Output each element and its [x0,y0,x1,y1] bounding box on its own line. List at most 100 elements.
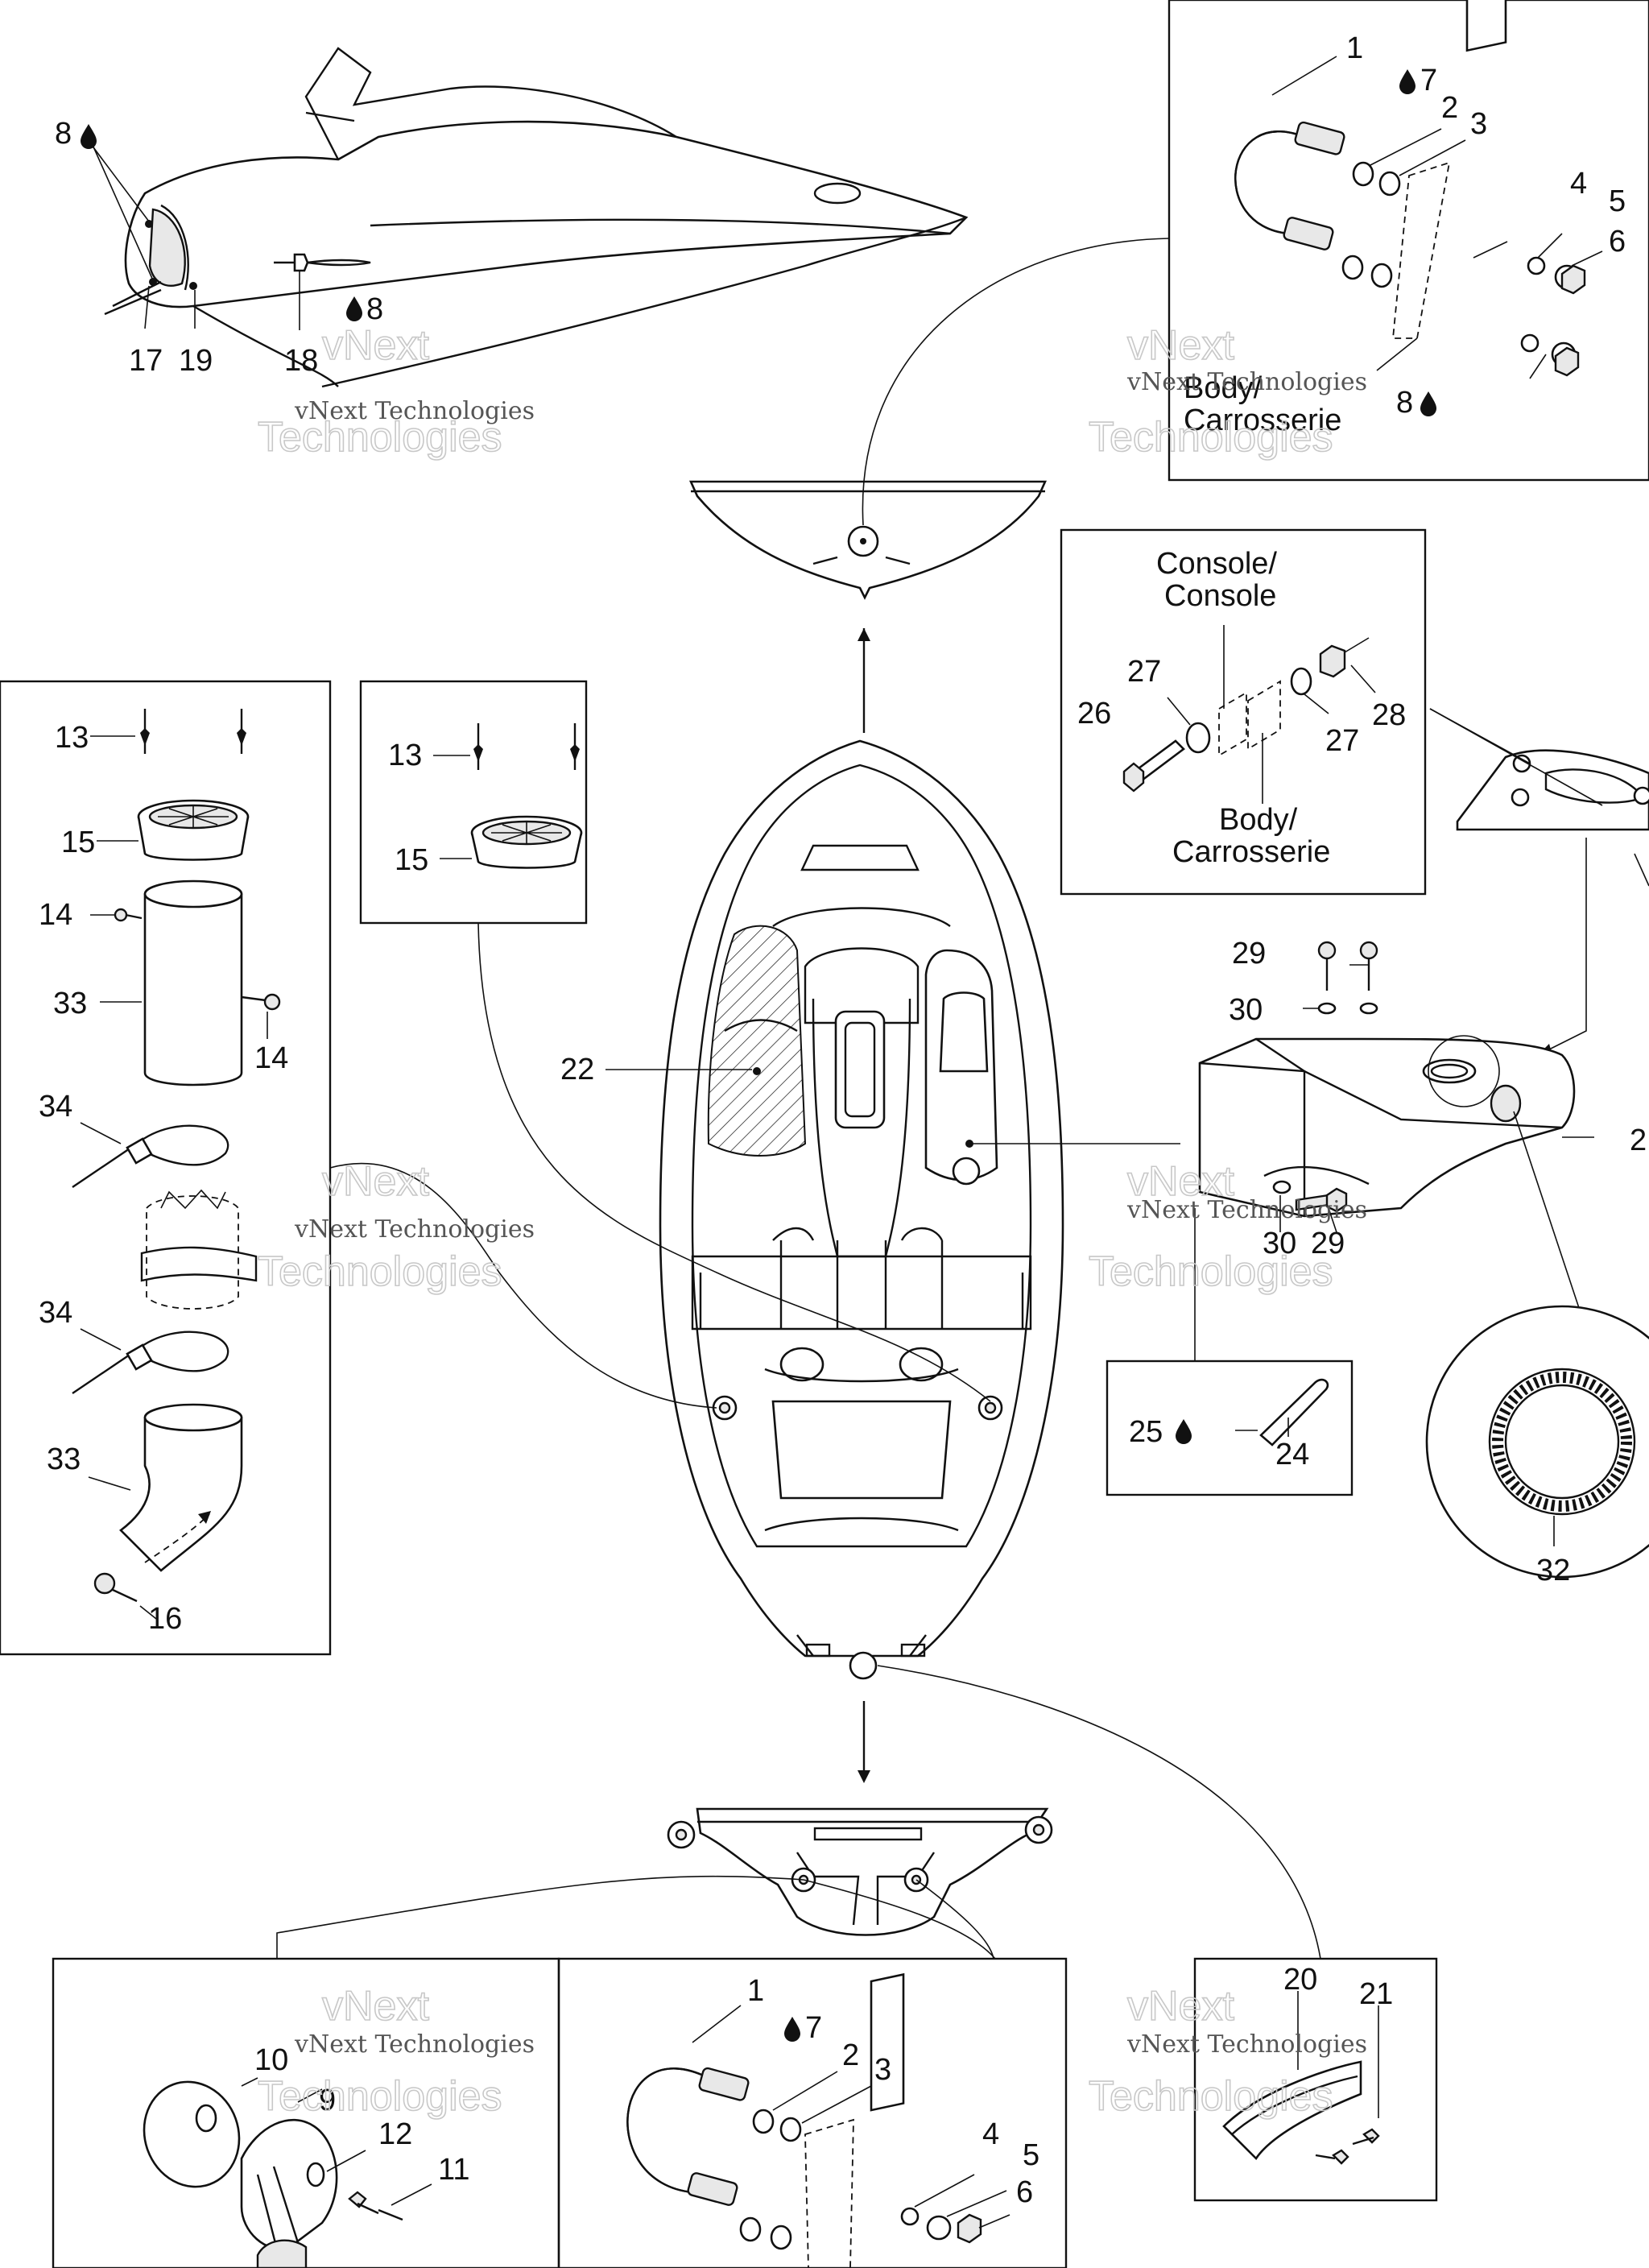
watermark-4: vNext Technologies vNext Technologies [1088,1157,1367,1296]
callout-22: 22 [560,1053,594,1086]
label-console-2: Console [1164,579,1276,613]
side-bracket [1429,708,1649,1056]
leader-vent-cap [477,922,991,1402]
callout-21: 21 [1359,1977,1393,2011]
label-body-top-2: Carrosserie [1184,404,1341,437]
callout-13-left: 13 [55,721,89,755]
callout-32: 32 [1536,1554,1570,1587]
vent-cap [433,723,583,869]
callout-3-bottom: 3 [874,2053,891,2087]
callout-14-a: 14 [39,898,72,932]
callout-5-top: 5 [1609,184,1626,218]
callout-27-a: 27 [1127,655,1161,689]
svg-text:Technologies: Technologies [1089,414,1333,461]
watermark-6: vNext Technologies vNext Technologies [1088,1982,1367,2121]
label-body-mid-1: Body/ [1219,803,1298,837]
svg-text:vNext: vNext [322,1158,429,1205]
hull-top-view [605,739,1180,1680]
callout-1-top: 1 [1346,31,1363,65]
svg-text:vNext: vNext [1127,322,1234,369]
hose-piece [1235,1378,1329,1446]
bottom-mid-detail-box [557,1957,1068,2268]
bottom-right-detail-box [1193,1957,1438,2202]
bow-side-view [88,47,969,388]
watermark-3: vNext Technologies vNext Technologies [257,1157,535,1296]
callout-2-bottom: 2 [842,2038,859,2072]
label-console-1: Console/ [1156,547,1277,581]
console-part [1194,941,1594,1361]
callout-13-mid: 13 [388,739,422,772]
callout-29-a: 29 [1232,937,1266,971]
svg-text:Technologies: Technologies [1089,2073,1333,2120]
callout-7-bottom: 7 [805,2011,822,2045]
callout-20: 20 [1283,1963,1317,1997]
callout-2-top: 2 [1441,91,1458,125]
watermark-1: vNext Technologies vNext Technologies [257,321,535,461]
svg-text:vNext: vNext [322,322,429,369]
callout-33-a: 33 [53,987,87,1020]
svg-text:Technologies: Technologies [258,2073,502,2120]
watermark-2: vNext Technologies vNext Technologies [1088,321,1367,461]
console-detail-box [1060,528,1427,896]
bow-front-view [688,480,1048,733]
callout-26: 26 [1077,697,1111,730]
svg-text:vNext: vNext [1127,1983,1234,2030]
callout-17: 17 [129,344,163,378]
stern-eye-handle [626,1972,1010,2268]
mid-detail-box [359,680,588,925]
top-right-detail-box [1168,0,1649,482]
bow-eye-handle [1234,0,1603,379]
callout-15-mid: 15 [395,843,428,877]
callout-4-bottom: 4 [982,2117,999,2151]
callout-5-bottom: 5 [1023,2138,1039,2172]
callout-9: 9 [319,2084,336,2117]
console-fastener [1122,625,1376,804]
leader-stern-right [877,1665,1321,1960]
svg-text:vNext Technologies: vNext Technologies [1126,1196,1367,1224]
vent-assembly [72,709,281,1620]
callout-12: 12 [378,2117,412,2151]
svg-text:vNext Technologies: vNext Technologies [294,1215,535,1244]
leader-left-vent [329,1162,717,1409]
svg-text:vNext: vNext [1127,1158,1234,1205]
callout-29-b: 29 [1311,1227,1345,1260]
callout-8-a: 8 [55,117,72,151]
callout-4-top: 4 [1570,167,1587,201]
leader-bow-to-handle [862,238,1170,526]
svg-text:vNext Technologies: vNext Technologies [294,2030,535,2059]
svg-text:vNext Technologies: vNext Technologies [1126,2030,1367,2059]
callout-15-left: 15 [61,826,95,859]
callout-8-top: 8 [1396,386,1413,420]
callout-10: 10 [254,2043,288,2077]
callout-6-top: 6 [1609,225,1626,259]
callout-3-top: 3 [1470,107,1487,141]
callout-6-bottom: 6 [1016,2175,1033,2209]
svg-text:Technologies: Technologies [258,1248,502,1295]
callout-30-a: 30 [1229,993,1263,1027]
svg-text:Technologies: Technologies [1089,1248,1333,1295]
callout-34-b: 34 [39,1296,72,1330]
drain-plug-assembly [143,2077,432,2268]
callout-11: 11 [438,2153,469,2187]
label-body-top-1: Body/ [1184,371,1263,405]
gear-ring-detail [1425,1305,1649,1579]
callout-25: 25 [1129,1415,1163,1449]
svg-text:Technologies: Technologies [258,414,502,461]
callout-18: 18 [284,344,318,378]
callout-1-bottom: 1 [747,1974,764,2008]
callout-8-b: 8 [366,292,383,326]
clip-assembly [1222,1991,1380,2165]
svg-text:vNext Technologies: vNext Technologies [294,397,535,425]
callout-30-b: 30 [1263,1227,1296,1260]
svg-text:vNext: vNext [322,1983,429,2030]
callout-34-a: 34 [39,1090,72,1124]
watermark-5: vNext Technologies vNext Technologies [257,1982,535,2121]
label-body-mid-2: Carrosserie [1172,835,1330,869]
callout-24: 24 [1275,1438,1309,1471]
callout-27-b: 27 [1325,724,1359,758]
callout-7-top: 7 [1420,64,1437,97]
hose-detail-box [1106,1360,1354,1496]
callout-16: 16 [148,1602,182,1636]
